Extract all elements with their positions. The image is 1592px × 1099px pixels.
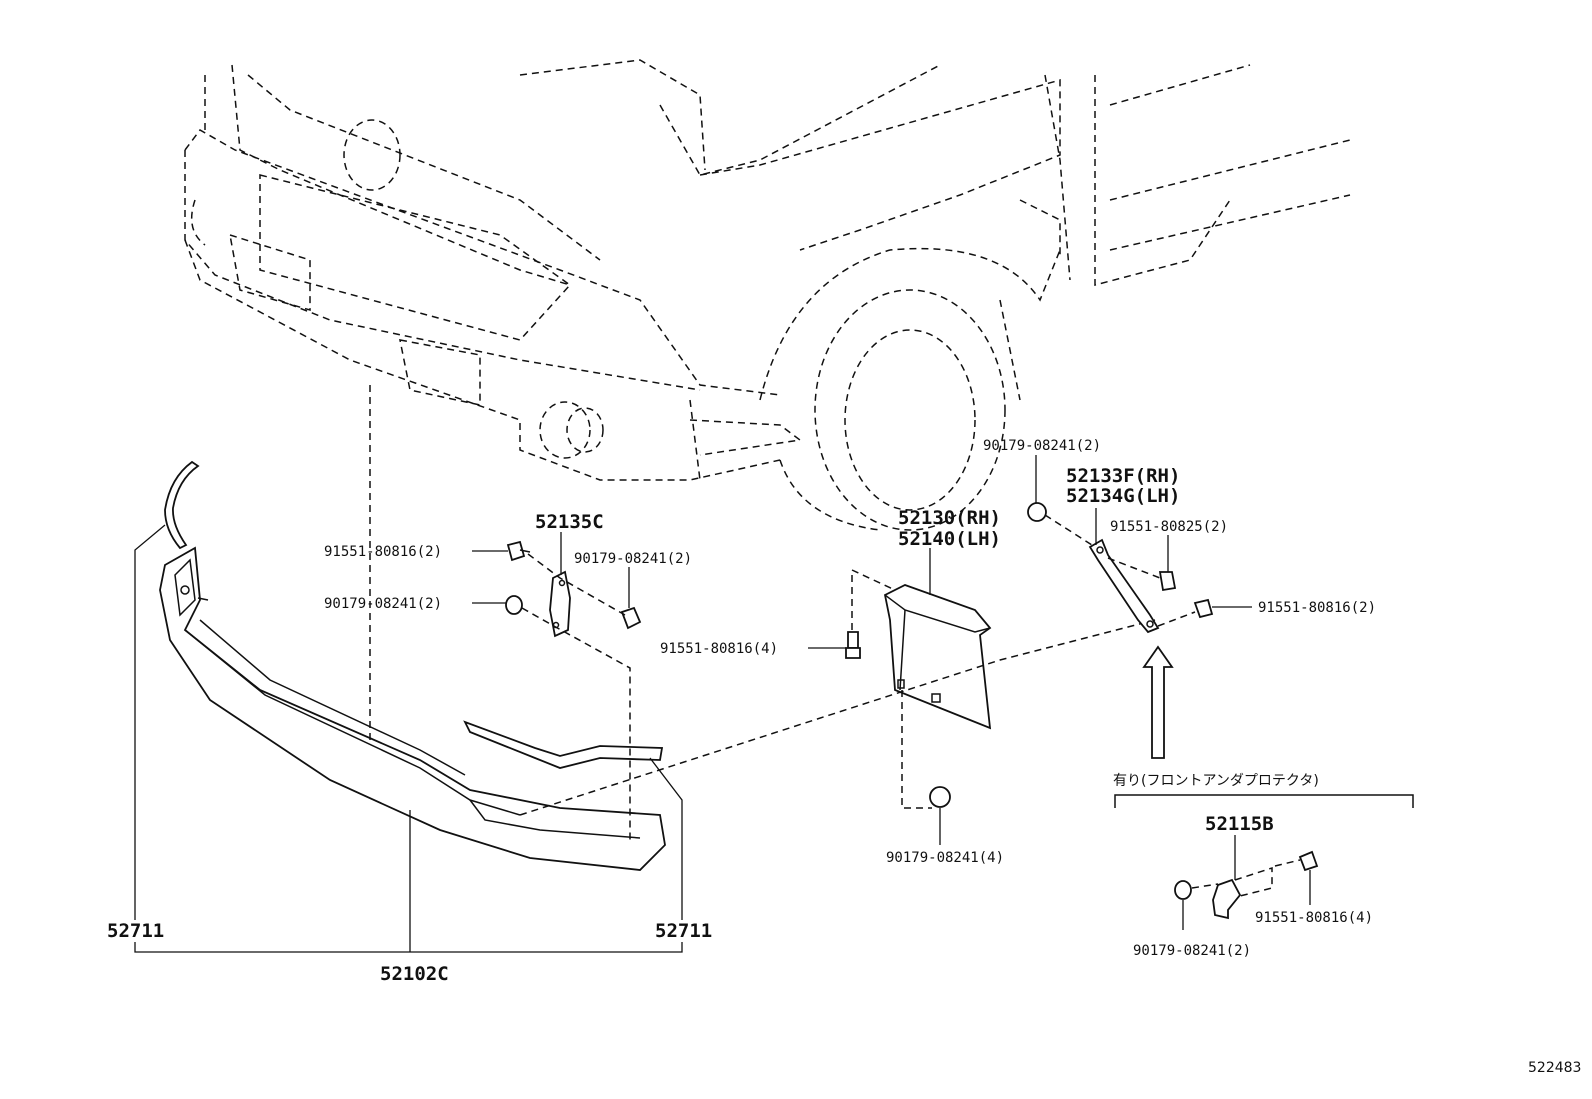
label-90179-08241-2-d: 90179-08241(2) — [1133, 943, 1251, 959]
phantom-link-option-b — [1234, 866, 1273, 897]
nut-90179-08241-b — [620, 606, 642, 630]
nut-90179-08241-d — [929, 786, 951, 808]
arrow-up-icon — [1142, 645, 1174, 759]
bolt-91551-80816-d — [1298, 850, 1319, 872]
leader-lines — [134, 455, 1311, 953]
phantom-link-52135C-b — [521, 607, 631, 840]
label-90179-08241-4: 90179-08241(4) — [886, 850, 1004, 866]
phantom-link-52135C — [527, 553, 626, 616]
stay-52133F-52134G — [1088, 538, 1160, 634]
phantom-link-option-a — [1191, 883, 1219, 889]
phantom-link-option-c — [1274, 859, 1301, 867]
label-52102C: 52102C — [380, 963, 449, 985]
label-option-note: 有り(フロントアンダプロテクタ) — [1113, 773, 1319, 789]
nut-90179-08241-a — [505, 595, 523, 615]
label-91551-80825-2: 91551-80825(2) — [1110, 519, 1228, 535]
label-91551-80816-2-a: 91551-80816(2) — [324, 544, 442, 560]
vehicle-phantom-outline — [184, 59, 1351, 531]
label-52130: 52130(RH) — [898, 507, 1001, 529]
seal-strip-52711-right — [463, 720, 664, 769]
bolt-91551-80816-a — [506, 540, 531, 562]
seal-strip-52711-left — [164, 460, 200, 550]
option-bracket-bracket — [1114, 794, 1414, 808]
label-52140: 52140(LH) — [898, 528, 1001, 550]
bolt-91551-80816-b — [1193, 598, 1214, 619]
nut-90179-08241-e — [1174, 880, 1192, 900]
phantom-link-extension-a — [851, 568, 896, 630]
extension-52130-52140 — [883, 584, 992, 730]
label-52115B: 52115B — [1205, 813, 1274, 835]
label-52711-left: 52711 — [107, 920, 164, 942]
label-90179-08241-2-a: 90179-08241(2) — [324, 596, 442, 612]
label-52135C: 52135C — [535, 511, 604, 533]
bolt-91551-80816-c — [845, 631, 861, 659]
front-spoiler-52102C — [159, 546, 666, 871]
label-90179-08241-2-c: 90179-08241(2) — [983, 438, 1101, 454]
phantom-link-stay-c — [1157, 611, 1196, 627]
bolt-91551-80825 — [1158, 571, 1177, 592]
label-52711-right: 52711 — [655, 920, 712, 942]
phantom-link-extension-c — [519, 619, 1156, 816]
label-52134G: 52134G(LH) — [1066, 485, 1180, 507]
nut-90179-08241-c — [1027, 502, 1047, 522]
bracket-52115B — [1212, 878, 1242, 920]
part-labels: 52711 52711 52102C 52135C 91551-80816(2)… — [107, 438, 1581, 1076]
label-91551-80816-4-a: 91551-80816(4) — [660, 641, 778, 657]
phantom-link-extension-b — [901, 690, 932, 809]
label-91551-80816-4-b: 91551-80816(4) — [1255, 910, 1373, 926]
label-52133F: 52133F(RH) — [1066, 465, 1180, 487]
label-90179-08241-2-b: 90179-08241(2) — [574, 551, 692, 567]
phantom-link-stay-b — [1107, 557, 1161, 579]
phantom-link-stay-a — [1044, 514, 1093, 546]
diagram-id: 522483 — [1528, 1060, 1581, 1076]
label-91551-80816-2-b: 91551-80816(2) — [1258, 600, 1376, 616]
